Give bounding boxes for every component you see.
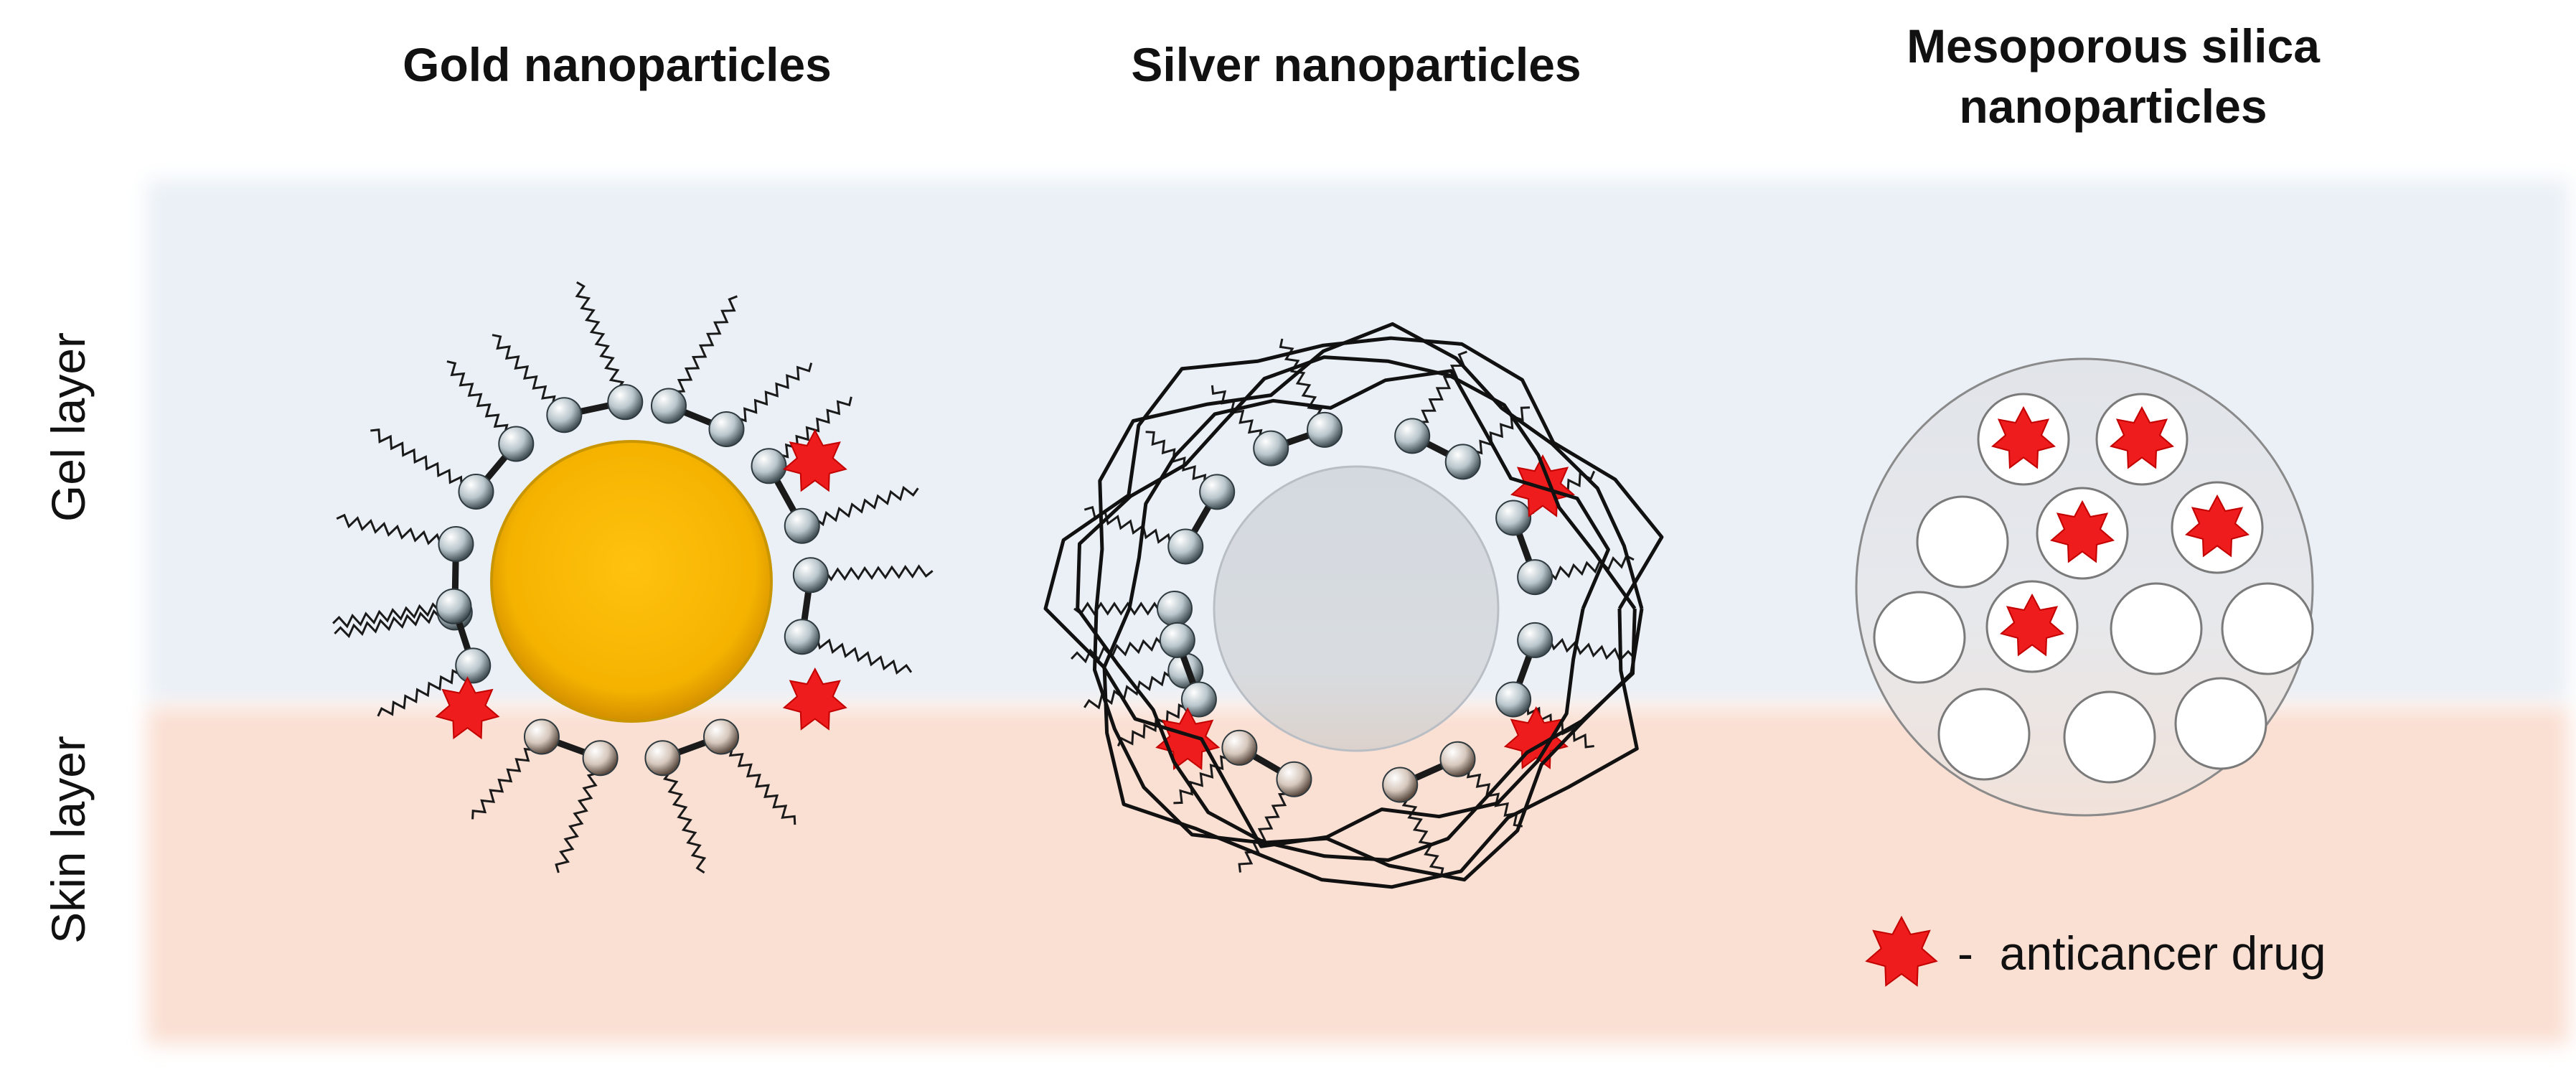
- ligand-chain: [668, 295, 738, 407]
- ligand-chain: [1238, 778, 1295, 873]
- silica-title-line1: Mesoporous silica: [1907, 19, 2320, 72]
- silica-pore: [2221, 582, 2314, 675]
- ligand-chain: [446, 360, 517, 444]
- drug-star-icon: [1991, 406, 2056, 469]
- ligand-chain: [1083, 667, 1186, 710]
- ligand-ball: [436, 588, 472, 624]
- ligand-chain: [555, 756, 603, 873]
- ligand-ball: [644, 740, 681, 777]
- ligand-ball: [524, 718, 560, 755]
- silica-pore: [2063, 690, 2156, 784]
- ligand-ball: [1157, 591, 1193, 627]
- ligand-ball: [607, 384, 644, 421]
- ligand-ball: [703, 718, 739, 755]
- drug-star-icon: [2185, 494, 2250, 558]
- ligand-ball: [1495, 500, 1532, 536]
- ligand-chain: [377, 662, 474, 717]
- drug-star-icon: [1155, 707, 1221, 771]
- ligand-chain: [802, 485, 919, 530]
- drug-star-icon: [435, 676, 500, 740]
- gold-column-title: Gold nanoparticles: [403, 38, 832, 91]
- ligand-ball: [1394, 418, 1431, 454]
- ligand-ball: [1495, 681, 1532, 718]
- ligand-ball: [1276, 761, 1312, 797]
- ligand-chain: [471, 736, 542, 820]
- ligand-ball: [1307, 411, 1343, 448]
- ligand-ball: [708, 411, 745, 447]
- ligand-chain: [726, 362, 813, 431]
- ligand-ball: [458, 474, 494, 510]
- gold-ligand-shell: [332, 281, 934, 874]
- ligand-chain: [768, 396, 852, 467]
- ligand-ball: [650, 388, 687, 424]
- ligand-chain: [575, 281, 629, 403]
- ligand-chain: [336, 513, 457, 548]
- drug-star-icon: [782, 428, 847, 492]
- ligand-ball: [1159, 622, 1195, 658]
- legend-text: - anticancer drug: [1957, 927, 2326, 980]
- ligand-ball: [498, 426, 535, 462]
- gold-ligand-balls: [435, 384, 847, 777]
- silver-column-title: Silver nanoparticles: [1131, 38, 1581, 91]
- drug-star-icon: [782, 667, 847, 731]
- ligand-ball: [784, 619, 820, 655]
- silica-pore: [1916, 495, 2009, 589]
- ligand-ball: [582, 740, 619, 777]
- silver-ligand-balls: [1155, 411, 1575, 803]
- ligand-chain: [809, 564, 934, 582]
- polymer-mesh: [1043, 322, 1664, 889]
- polymer-strand: [1043, 336, 1664, 889]
- skin-layer-label: Skin layer: [42, 736, 95, 944]
- drug-star-icon: [1510, 454, 1575, 517]
- ligand-chain: [492, 334, 565, 416]
- ligand-ball: [751, 448, 787, 484]
- ligand-ball: [1517, 559, 1553, 596]
- ligand-chain: [332, 601, 455, 629]
- silica-pore: [2174, 677, 2267, 770]
- ligand-ball: [784, 507, 820, 544]
- ligand-chain: [370, 428, 477, 492]
- red-star-icon: [1865, 915, 1938, 987]
- drug-star-icon: [2110, 406, 2174, 469]
- drug-star-icon: [2000, 593, 2064, 657]
- ligand-ball: [438, 526, 474, 563]
- ligand-ball: [1167, 528, 1204, 565]
- silica-title-line2: nanoparticles: [1959, 80, 2267, 133]
- ligand-chain: [720, 736, 796, 825]
- ligand-ball: [1221, 729, 1258, 766]
- gold-core: [490, 440, 773, 723]
- silica-pore: [2110, 582, 2203, 675]
- silica-pore: [1873, 591, 1966, 684]
- polymer-strand: [1102, 369, 1610, 848]
- gold-nanoparticle-diagram: [332, 281, 934, 874]
- ligand-ball: [1180, 681, 1217, 718]
- ligand-chain: [334, 607, 456, 639]
- ligand-ball: [1382, 767, 1419, 803]
- ligand-ball: [1444, 444, 1481, 480]
- silver-nanoparticle-diagram: [1043, 322, 1664, 889]
- drug-star-icon: [2050, 500, 2115, 563]
- ligand-ball: [1253, 430, 1289, 467]
- silica-nanoparticle-diagram: [1855, 357, 2314, 817]
- polymer-strand: [1093, 322, 1644, 882]
- silica-pore: [1937, 688, 2031, 781]
- ligand-ball: [1439, 741, 1476, 777]
- ligand-ball: [792, 557, 829, 594]
- ligand-chain: [801, 634, 913, 675]
- ligand-ball: [1199, 474, 1236, 510]
- ligand-ball: [1517, 622, 1553, 658]
- silica-pores: [1873, 393, 2314, 784]
- ligand-chain: [659, 757, 707, 874]
- silver-core: [1213, 465, 1500, 752]
- ligand-ball: [455, 647, 492, 684]
- drug-star-icon: [1865, 915, 1938, 987]
- gel-layer-label: Gel layer: [42, 332, 95, 523]
- silica-column-title: Mesoporous silica nanoparticles: [1751, 16, 2476, 136]
- ligand-ball: [546, 397, 583, 434]
